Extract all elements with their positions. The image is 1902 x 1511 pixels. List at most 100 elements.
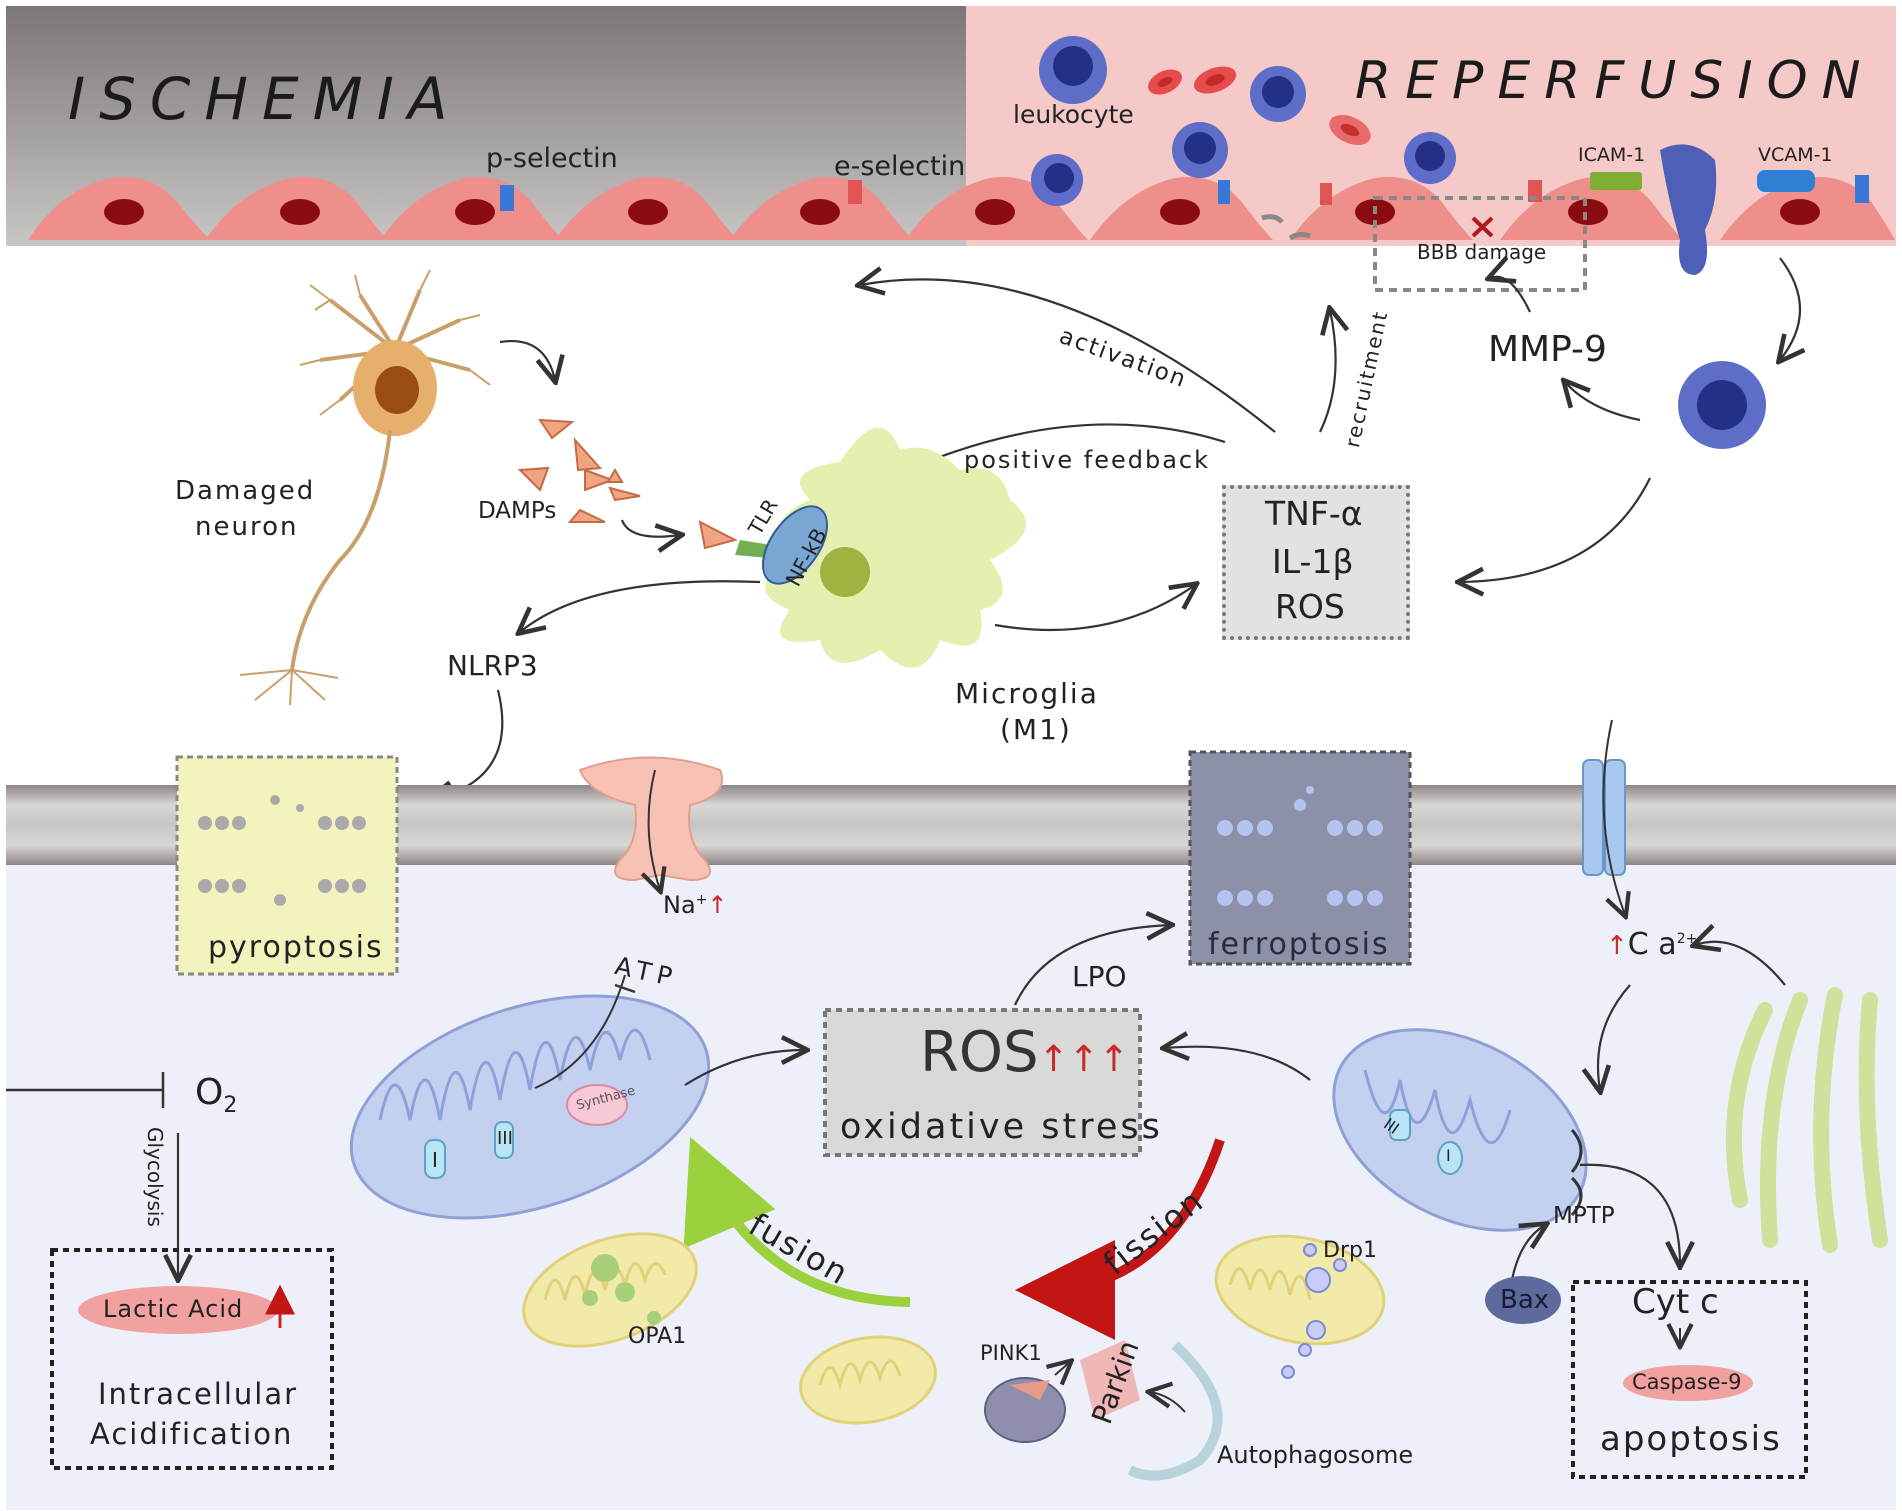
ros-text: ROS [920,1020,1039,1085]
ca-to-mito-arrow [1598,984,1631,1090]
mptp-to-cytc-arrow [1579,1163,1680,1265]
mitochondrion-left [349,974,711,1220]
damps-label: DAMPs [478,498,557,524]
damps-to-tlr-arrow [620,519,680,537]
microglia-to-cytokines-arrow [994,585,1195,632]
calcium-a: a [1658,927,1677,962]
acidification-box [50,1248,334,1470]
p-selectin-marker [500,185,514,211]
vcam-1-label: VCAM-1 [1758,144,1833,166]
nlrp3-to-pyroptosis-arrow [430,689,504,800]
lactic-acid-label: Lactic Acid [103,1295,244,1323]
acidification-label-2: Acidification [90,1417,294,1451]
icam-1-label: ICAM-1 [1578,144,1646,166]
pink1-label: PINK1 [980,1341,1042,1365]
apoptosis-box [1571,1280,1808,1479]
oxidative-stress-label: oxidative stress [840,1107,1163,1147]
complex-i-label-right: I [1446,1146,1451,1165]
autophagosome-label: Autophagosome [1217,1441,1414,1469]
cytokine-il1b: IL-1β [1272,542,1354,581]
calcium-label: ↑C a2+ [1606,930,1697,960]
bax-pill [1485,1276,1561,1324]
calcium-c: C [1627,927,1649,962]
nlrp3-label: NLRP3 [447,649,538,682]
lactic-acid-pill [78,1286,278,1334]
bbb-damage-box [1373,196,1587,292]
pyroptosis-box [175,755,399,976]
damaged-neuron [239,269,491,706]
small-mitochondria [522,1232,1386,1425]
reperfusion-title: REPERFUSION [1355,51,1875,111]
microglia-label-1: Microglia [955,677,1099,710]
sodium-channel [578,756,723,882]
vcam-1-marker [1757,170,1815,192]
transmigrating-leukocyte [1660,144,1717,275]
mitophagy-complex [984,1340,1223,1481]
microglia-to-nlrp3-arrow [520,580,761,632]
bax-label: Bax [1500,1285,1550,1315]
lpo-label: LPO [1072,960,1127,993]
acidification-label-1: Intracellular [98,1377,299,1411]
microglia-label-2: (M1) [1000,713,1072,746]
red-blood-cells [1148,66,1371,146]
ferroptosis-label: ferroptosis [1208,927,1390,962]
e-selectin-marker [848,180,862,204]
positive-feedback-label: positive feedback [964,446,1211,474]
ros-box [823,1008,1142,1157]
mmp9-to-bbb-arrow [1490,277,1531,313]
mmp9-label: MMP-9 [1488,329,1607,370]
calcium-up-arrow: ↑ [1606,931,1628,961]
oxygen-text: O [195,1072,224,1113]
caspase-9-pill [1623,1365,1753,1401]
drp1-label: Drp1 [1323,1238,1377,1263]
cytokine-tnf: TNF-α [1265,494,1363,533]
calcium-channel [1582,759,1604,876]
neuron-to-damps-arrow [499,340,555,380]
complex-iii-label-left: III [497,1128,513,1149]
endoplasmic-reticulum [1725,987,1888,1253]
glycolysis-label: Glycolysis [143,1127,167,1227]
sodium-charge: + [695,892,708,908]
fusion-arrow [683,1137,911,1307]
e-selectin-label: e-selectin [834,151,966,182]
cytokine-ros: ROS [1275,587,1345,626]
damaged-neuron-label-1: Damaged [175,476,316,506]
activation-arrow [860,279,1276,433]
sodium-label: Na+↑ [663,893,728,917]
ros-up-arrows: ↑↑↑ [1038,1039,1130,1080]
mito-to-ros-arrow [684,1050,805,1086]
leukocyte-label: leukocyte [1013,100,1134,129]
ros-to-ferroptosis-arrow [1014,925,1170,1006]
er-to-ca-arrow [1695,942,1786,986]
ischemia-title: ISCHEMIA [68,65,462,133]
p-selectin-label: p-selectin [486,143,618,174]
leukocyte-to-mmp9-arrow [1565,382,1641,422]
mptp-label: MPTP [1553,1203,1615,1229]
mitochondrion-right [1332,1028,1588,1232]
fission-arrow [1015,1138,1225,1340]
oxygen-subscript: 2 [223,1093,238,1119]
microglia-cell [735,427,1026,668]
caspase-9-label: Caspase-9 [1632,1370,1742,1394]
damps-fragments [517,418,738,550]
cyt-c-label: Cyt c [1632,1282,1719,1322]
monocyte-descend-arrow [1780,257,1800,360]
leukocyte-to-cytokines-arrow [1460,477,1651,582]
icam-1-marker [1590,172,1642,190]
cytokines-box [1222,485,1410,640]
ros-label: ROS↑↑↑ [920,1025,1129,1081]
complex-i-label-left: I [432,1148,438,1172]
bbb-damage-label: BBB damage [1417,240,1547,264]
damaged-neuron-label-2: neuron [195,512,299,542]
opa1-label: OPA1 [628,1324,687,1349]
bax-to-mptp-arrow [1510,1225,1545,1281]
calcium-charge: 2+ [1676,931,1698,947]
sodium-up-arrow: ↑ [707,891,728,919]
mito-right-to-ros-arrow [1165,1047,1311,1081]
ferroptosis-box [1188,750,1412,966]
leukocytes [1031,36,1766,449]
oxygen-label: O2 [195,1075,237,1117]
recruitment-arrow [1319,310,1336,433]
